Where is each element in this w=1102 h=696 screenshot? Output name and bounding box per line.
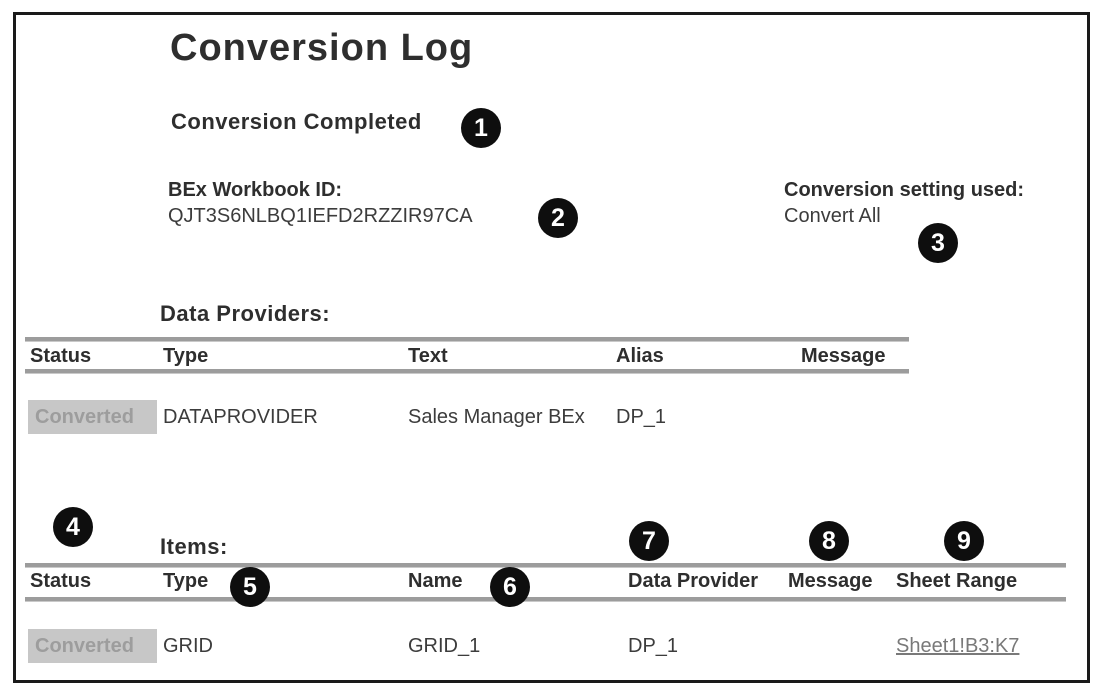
workbook-id-value: QJT3S6NLBQ1IEFD2RZZIR97CA [168, 205, 473, 227]
items-table-top-rule [25, 563, 1066, 568]
items-col-status: Status [30, 570, 92, 592]
dp-col-status: Status [30, 345, 92, 367]
callout-2-badge: 2 [538, 198, 578, 238]
dp-col-message: Message [801, 345, 886, 367]
dp-row-text: Sales Manager BEx [408, 406, 585, 428]
callout-5-badge: 5 [230, 567, 270, 607]
callout-7-badge: 7 [629, 521, 669, 561]
items-col-sheet-range: Sheet Range [896, 570, 1018, 592]
workbook-id-label: BEx Workbook ID: [168, 179, 343, 201]
items-col-message: Message [788, 570, 873, 592]
dp-row-alias: DP_1 [616, 406, 667, 428]
dp-table-top-rule [25, 337, 909, 342]
data-providers-heading: Data Providers: [160, 301, 331, 326]
items-col-type: Type [163, 570, 209, 592]
callout-9-badge: 9 [944, 521, 984, 561]
sheet-range-link[interactable]: Sheet1!B3:K7 [896, 635, 1020, 657]
dp-row-status-badge: Converted [28, 400, 157, 434]
callout-4-badge: 4 [53, 507, 93, 547]
items-row-data-provider: DP_1 [628, 635, 679, 657]
conversion-setting-value: Convert All [784, 205, 881, 227]
page-border-frame [13, 12, 1090, 683]
dp-col-text: Text [408, 345, 448, 367]
callout-6-badge: 6 [490, 567, 530, 607]
items-col-name: Name [408, 570, 463, 592]
dp-col-alias: Alias [616, 345, 664, 367]
conversion-status-text: Conversion Completed [171, 109, 422, 134]
items-row-type: GRID [163, 635, 213, 657]
dp-row-type: DATAPROVIDER [163, 406, 318, 428]
items-col-data-provider: Data Provider [628, 570, 759, 592]
items-heading: Items: [160, 534, 228, 559]
dp-col-type: Type [163, 345, 209, 367]
dp-table-header-rule [25, 369, 909, 374]
items-table-header-rule [25, 597, 1066, 602]
items-row-status-badge: Converted [28, 629, 157, 663]
items-row-name: GRID_1 [408, 635, 481, 657]
callout-3-badge: 3 [918, 223, 958, 263]
callout-1-badge: 1 [461, 108, 501, 148]
conversion-setting-label: Conversion setting used: [784, 179, 1025, 201]
callout-8-badge: 8 [809, 521, 849, 561]
page-title: Conversion Log [170, 27, 474, 69]
